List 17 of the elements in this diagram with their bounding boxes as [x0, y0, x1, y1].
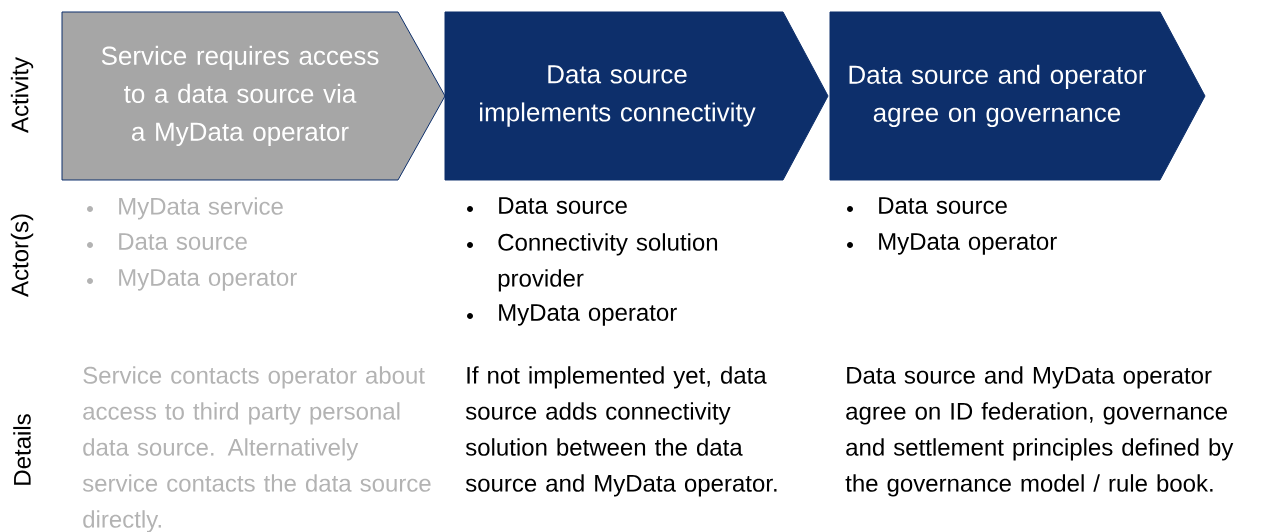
chevron-step: Data source and operator agree on governance	[829, 11, 1206, 181]
bullet-item: Data source	[87, 233, 247, 250]
bullet-item: MyData service	[87, 197, 283, 220]
bullet-item: Data source	[467, 197, 627, 214]
details-text: Service contacts operator about access to third party personal data source. Alternatively service contacts the data source directly.	[82, 366, 431, 532]
chevron-step: Data source implements connectivity	[444, 11, 829, 181]
bullet-item: Data source	[847, 197, 1007, 214]
bullet-item: MyData operator	[467, 304, 677, 326]
details-text: If not implemented yet, data source adds connectivity solution between the data source and MyData operator.	[465, 366, 777, 497]
row-label: Activity	[10, 57, 34, 133]
chevron-step: Service requires access to a data source via a MyData operator	[61, 11, 446, 181]
row-label: Details	[13, 414, 31, 485]
bullet-item: MyData operator	[87, 269, 297, 291]
row-label: Actor(s)	[10, 214, 34, 297]
bullet-item: Connectivity solution provider	[467, 233, 718, 292]
details-text: Data source and MyData operator agree on ID federation, governance and settlement principles defined by the governance model / rule book.	[845, 366, 1234, 497]
bullet-item: MyData operator	[847, 233, 1057, 255]
